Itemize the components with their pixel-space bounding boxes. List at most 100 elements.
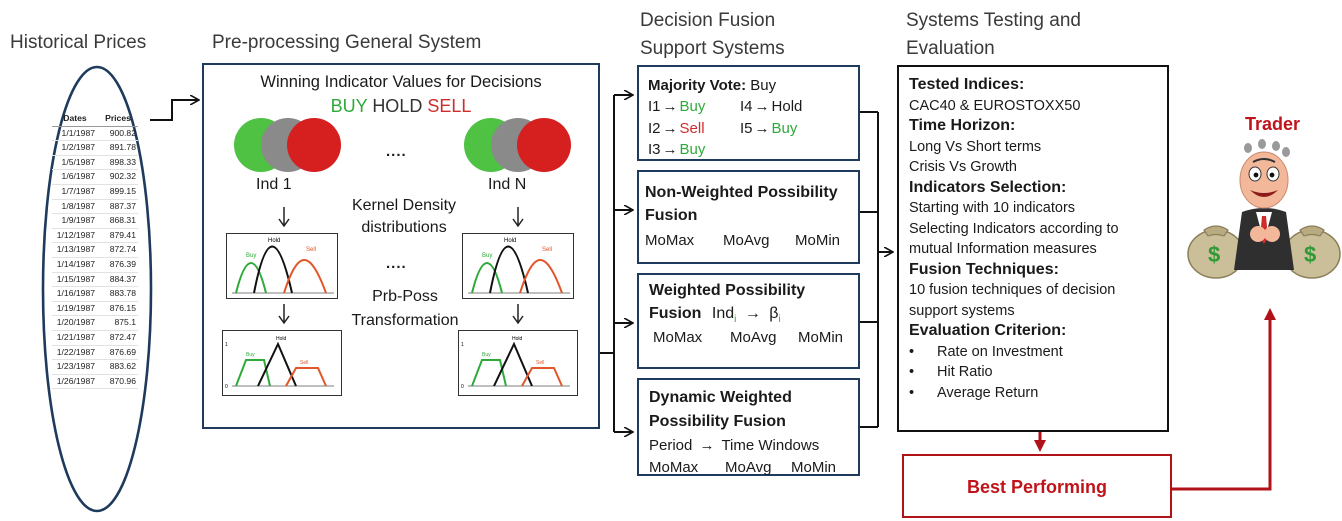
poss2-buy-label: Buy xyxy=(482,352,491,358)
kde-chart-2: Hold Buy Sell xyxy=(462,233,574,299)
kde2-sell-label: Sell xyxy=(542,247,552,253)
weighted-fusion-box: Weighted Possibility Fusion Indi → βi Mo… xyxy=(637,273,860,369)
poss2-axis-zero: 0 xyxy=(461,384,464,390)
dynamic-momin: MoMin xyxy=(791,459,837,476)
header-support-systems: Support Systems xyxy=(640,38,785,59)
ind1-circles xyxy=(234,118,341,172)
header-decision-fusion: Decision Fusion xyxy=(640,10,776,31)
table-cell-date: 1/6/1987 xyxy=(61,171,95,182)
money-sign-left: $ xyxy=(1208,242,1220,267)
ind1-label: Ind 1 xyxy=(256,176,292,193)
table-cell-price: 883.78 xyxy=(109,288,136,299)
table-cell-price: 875.1 xyxy=(114,317,136,328)
weighted-arrow: → xyxy=(744,305,761,322)
indicators-selection-heading: Indicators Selection: xyxy=(909,178,1067,196)
table-cell-price: 899.15 xyxy=(109,185,136,196)
table-cell-price: 868.31 xyxy=(109,215,136,226)
kde-line-2: distributions xyxy=(361,219,447,236)
evaluation-item-3: •Average Return xyxy=(909,384,1039,401)
indicators-selection-2: Selecting Indicators according to xyxy=(909,220,1119,237)
vote-i4: I4→Hold xyxy=(740,98,803,115)
table-row: 1/16/1987 883.78 xyxy=(52,287,138,302)
weighted-title-2: Fusion xyxy=(649,305,702,322)
poss-chart-1: 1 0 Hold Buy Sell xyxy=(222,330,342,396)
dynamic-title-1: Dynamic Weighted xyxy=(649,389,792,406)
kde2-hold-label: Hold xyxy=(504,238,516,244)
time-horizon-1: Long Vs Short terms xyxy=(909,138,1042,155)
fusion-techniques-2: support systems xyxy=(909,302,1015,319)
prb-line-2: Transformation xyxy=(351,312,459,329)
evaluation-item-1: •Rate on Investment xyxy=(909,343,1063,360)
vote-i2: I2→Sell xyxy=(648,120,705,137)
prb-poss-label: Prb-Poss Transformation xyxy=(330,285,480,333)
majority-vote-heading: Majority Vote: Buy xyxy=(648,75,858,96)
weighted-beta: βi xyxy=(769,305,781,326)
table-cell-date: 1/16/1987 xyxy=(56,288,95,299)
tested-indices-value: CAC40 & EUROSTOXX50 xyxy=(909,97,1081,114)
tested-indices-heading: Tested Indices: xyxy=(909,76,1025,93)
dynamic-fusion-box: Dynamic Weighted Possibility Fusion Peri… xyxy=(637,378,860,476)
table-row: 1/6/1987 902.32 xyxy=(52,170,138,185)
down-arrows-top xyxy=(278,207,524,228)
weighted-momin: MoMin xyxy=(798,329,844,346)
prb-line-1: Prb-Poss xyxy=(372,288,438,305)
poss1-axis-one: 1 xyxy=(225,342,228,348)
table-cell-price: 884.37 xyxy=(109,273,136,284)
kde1-hold-label: Hold xyxy=(268,238,280,244)
weighted-title-2-row: Fusion Indi → βi xyxy=(649,305,781,325)
evaluation-item-2: •Hit Ratio xyxy=(909,364,993,380)
weighted-ind-i: Indi xyxy=(711,305,737,326)
header-evaluation: Evaluation xyxy=(906,38,995,59)
table-cell-date: 1/19/1987 xyxy=(56,302,95,313)
table-cell-price: 883.62 xyxy=(109,361,136,372)
table-cell-price: 887.37 xyxy=(109,200,136,211)
majority-vote-value: Buy xyxy=(750,77,777,94)
vote-i1: I1→Buy xyxy=(648,98,706,115)
dynamic-momax: MoMax xyxy=(649,459,699,476)
money-bag-left-icon: $ xyxy=(1187,225,1245,279)
poss2-axis-one: 1 xyxy=(461,342,464,348)
table-cell-price: 900.82 xyxy=(109,127,136,138)
weighted-title-1: Weighted Possibility xyxy=(649,282,806,299)
table-cell-price: 879.41 xyxy=(109,229,136,240)
table-cell-price: 876.39 xyxy=(109,258,136,269)
kde1-buy-label: Buy xyxy=(246,253,256,259)
table-cell-date: 1/9/1987 xyxy=(61,215,95,226)
money-sign-right: $ xyxy=(1304,242,1316,267)
time-horizon-heading: Time Horizon: xyxy=(909,117,1016,134)
table-cell-price: 870.96 xyxy=(109,375,136,386)
arrow-prices-to-preprocessing xyxy=(150,100,198,121)
table-cell-date: 1/26/1987 xyxy=(56,375,95,386)
dynamic-period: Period xyxy=(649,437,693,454)
arrow-best-to-trader xyxy=(1172,308,1276,491)
kde2-buy-label: Buy xyxy=(482,253,492,259)
nonweighted-fusion-box: Non-Weighted Possibility Fusion MoMax Mo… xyxy=(637,170,860,264)
dynamic-title-2: Possibility Fusion xyxy=(649,413,786,430)
fusion-techniques-1: 10 fusion techniques of decision xyxy=(909,282,1116,298)
col-header-dates: Dates xyxy=(63,113,87,123)
winning-indicator-title: Winning Indicator Values for Decisions xyxy=(260,73,542,91)
header-systems-testing: Systems Testing and xyxy=(906,10,1081,31)
table-cell-price: 902.32 xyxy=(109,171,136,182)
table-row: 1/9/1987 868.31 xyxy=(52,214,138,229)
down-arrows-mid xyxy=(278,304,524,325)
table-cell-price: 872.47 xyxy=(109,331,136,342)
dynamic-moavg: MoAvg xyxy=(725,459,772,476)
poss1-axis-zero: 0 xyxy=(225,384,228,390)
table-cell-date: 1/23/1987 xyxy=(56,361,95,372)
nonweighted-momin: MoMin xyxy=(795,232,841,249)
weighted-momax: MoMax xyxy=(653,329,703,346)
